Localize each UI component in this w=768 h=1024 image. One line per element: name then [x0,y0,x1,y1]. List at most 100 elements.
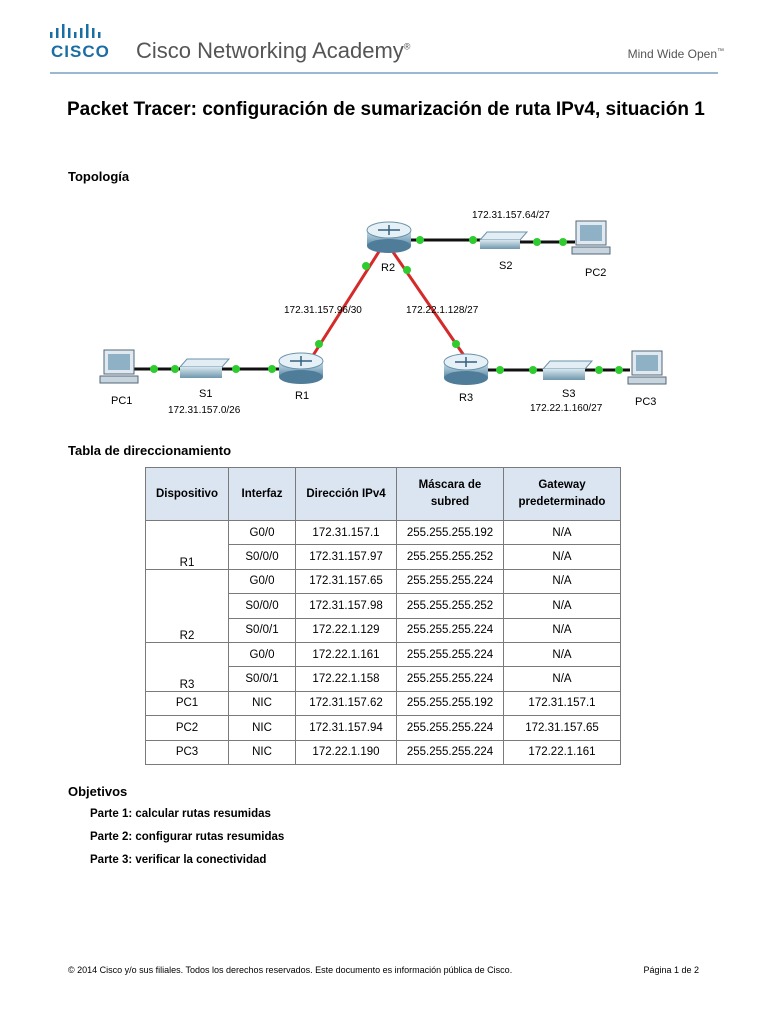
label-pc1: PC1 [111,395,132,407]
label-s3: S3 [562,388,575,400]
cell-device: R2 [145,568,229,643]
objectives-heading: Objetivos [68,784,128,799]
cell-mask: 255.255.255.252 [396,544,504,570]
footer-page-number: Página 1 de 2 [643,965,699,975]
network-label-lan-r2: 172.31.157.64/27 [472,210,550,221]
port-indicator [452,340,460,348]
switch-s1-icon[interactable] [178,358,231,378]
pc1-icon[interactable] [99,349,139,384]
cell-mask: 255.255.255.224 [396,666,504,692]
cell-mask: 255.255.255.224 [396,641,504,668]
cell-device: R3 [145,641,229,692]
tagline: Mind Wide Open™ [628,47,724,61]
cell-interface: S0/0/0 [228,593,296,619]
cell-gateway: N/A [503,568,621,595]
cell-device: PC1 [145,690,229,717]
cell-interface: S0/0/1 [228,617,296,643]
cell-ipv4: 172.31.157.1 [295,519,397,546]
objective-item: Parte 2: configurar rutas resumidas [90,831,285,843]
cell-ipv4: 172.31.157.94 [295,715,397,741]
cell-interface: S0/0/1 [228,666,296,692]
network-label-lan-r3: 172.22.1.160/27 [530,403,603,414]
table-row: S0/0/0 172.31.157.97 255.255.255.252 N/A [146,544,621,570]
cell-gateway: 172.31.157.1 [503,690,621,717]
table-row: PC3 NIC 172.22.1.190 255.255.255.224 172… [145,739,621,765]
cell-device: PC3 [145,739,229,765]
addressing-heading: Tabla de direccionamiento [68,443,232,458]
pc2-icon[interactable] [571,220,611,255]
cell-mask: 255.255.255.252 [396,593,504,619]
cell-mask: 255.255.255.224 [396,715,504,741]
port-indicator [416,236,424,244]
cell-interface: NIC [228,739,296,765]
cell-gateway: N/A [503,666,621,692]
objective-item: Parte 3: verificar la conectividad [90,854,267,866]
switch-s2-icon[interactable] [478,231,529,249]
cell-interface: NIC [228,715,296,741]
port-indicator [615,366,623,374]
cell-ipv4: 172.31.157.65 [295,568,397,595]
port-indicator [171,365,179,373]
page-title: Packet Tracer: configuración de sumariza… [67,99,705,120]
col-header-ipv4: Dirección IPv4 [295,467,397,521]
cell-ipv4: 172.31.157.98 [295,593,397,619]
addressing-table: Dispositivo Interfaz Dirección IPv4 Másc… [145,467,621,765]
cell-gateway: N/A [503,593,621,619]
academy-name: Cisco Networking Academy® [136,38,410,64]
router-r2-icon[interactable] [366,221,412,253]
port-indicator [315,340,323,348]
port-indicator [533,238,541,246]
cell-interface: G0/0 [228,519,296,546]
port-indicator [362,262,370,270]
col-header-interface: Interfaz [228,467,296,521]
cell-mask: 255.255.255.192 [396,519,504,546]
port-indicator [559,238,567,246]
col-header-mask: Máscara de subred [396,467,504,521]
cell-gateway: N/A [503,544,621,570]
port-indicator [529,366,537,374]
port-indicator [268,365,276,373]
cell-ipv4: 172.22.1.129 [295,617,397,643]
switch-s3-icon[interactable] [541,360,594,380]
trademark-mark: ™ [717,48,724,55]
table-row: R1 G0/0 172.31.157.1 255.255.255.192 N/A [145,519,621,570]
cell-device: PC2 [145,715,229,741]
router-r3-icon[interactable] [443,353,489,385]
table-row: R3 G0/0 172.22.1.161 255.255.255.224 N/A [145,641,621,692]
label-s2: S2 [499,260,512,272]
footer-copyright: © 2014 Cisco y/o sus filiales. Todos los… [68,965,513,975]
port-indicator [150,365,158,373]
cisco-logo-bars-icon [50,24,101,38]
cell-ipv4: 172.31.157.97 [295,544,397,570]
cell-interface: NIC [228,690,296,717]
port-status-indicators [150,236,623,374]
table-row: S0/0/1 172.22.1.129 255.255.255.224 N/A [146,617,621,643]
academy-name-text: Cisco Networking Academy [136,38,404,63]
cell-gateway: 172.22.1.161 [503,739,621,765]
cisco-logo-wordmark: CISCO [51,42,110,61]
label-pc3: PC3 [635,396,656,408]
cell-ipv4: 172.22.1.190 [295,739,397,765]
col-header-gateway: Gateway predeterminado [503,467,621,521]
pc3-icon[interactable] [627,350,667,385]
network-links [132,238,630,372]
port-indicator [232,365,240,373]
cell-ipv4: 172.22.1.158 [295,666,397,692]
topology-diagram: R2 S2 PC2 PC1 S1 R1 R3 S3 PC3 172.31.157… [99,210,667,416]
label-r2: R2 [381,262,395,274]
cell-gateway: 172.31.157.65 [503,715,621,741]
router-r1-icon[interactable] [278,352,324,384]
table-header-row: Dispositivo Interfaz Dirección IPv4 Másc… [145,467,621,521]
table-row: PC1 NIC 172.31.157.62 255.255.255.192 17… [145,690,621,717]
label-r1: R1 [295,390,309,402]
tagline-text: Mind Wide Open [627,47,717,61]
registered-mark: ® [403,41,411,52]
header-divider [50,72,718,74]
cell-ipv4: 172.22.1.161 [295,641,397,668]
cell-gateway: N/A [503,519,621,546]
table-row: S0/0/1 172.22.1.158 255.255.255.224 N/A [146,666,621,692]
topology-heading: Topología [68,169,130,184]
network-label-r1-r2: 172.31.157.96/30 [284,305,362,316]
table-row: S0/0/0 172.31.157.98 255.255.255.252 N/A [146,593,621,619]
port-indicator [595,366,603,374]
